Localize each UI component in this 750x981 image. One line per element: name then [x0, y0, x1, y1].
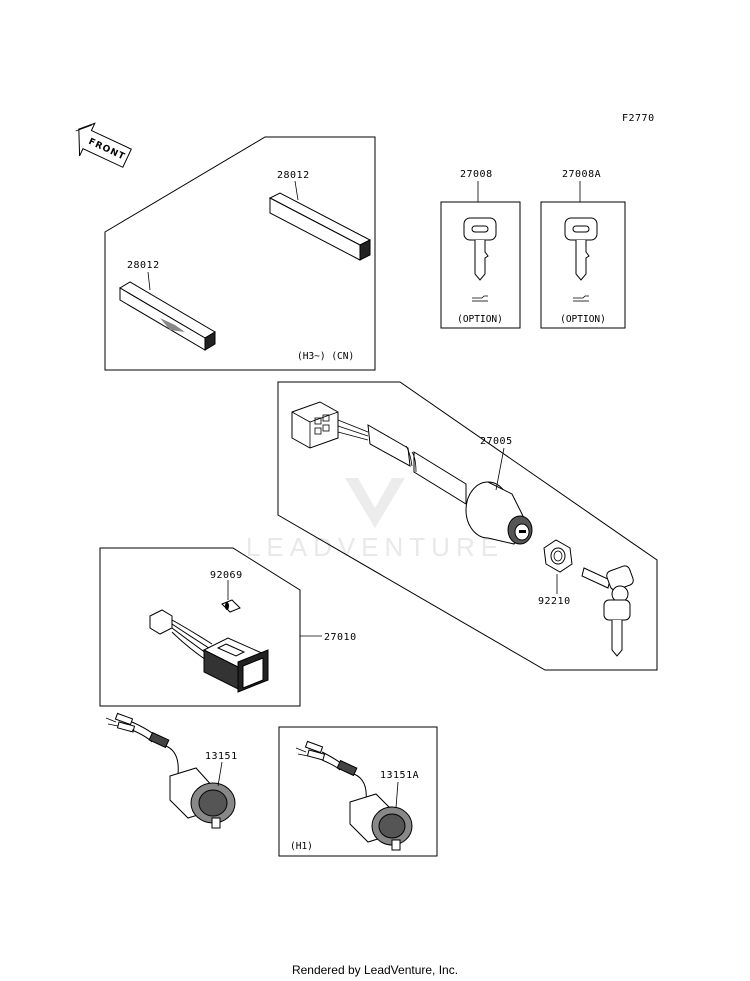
key-blank-icon: [463, 217, 497, 302]
part-number-27008a: 27008A: [562, 169, 601, 180]
diagram-code: F2770: [622, 113, 655, 124]
part-number-92210: 92210: [538, 596, 571, 607]
watermark-text: LEADVENTURE: [246, 532, 504, 562]
ignition-switch-body: [465, 481, 533, 545]
ignition-connector: [291, 401, 339, 449]
reflector-top: [268, 192, 372, 261]
bulb-92069-icon: [221, 599, 241, 613]
key-blank-a-box: [540, 201, 626, 329]
part-number-28012-bottom: 28012: [127, 260, 160, 271]
switch-assy-box: [99, 547, 301, 707]
key-blank-a-icon: [564, 217, 598, 302]
part-number-27005: 27005: [480, 436, 513, 447]
part-number-27010: 27010: [324, 632, 357, 643]
switch-assy-body: [202, 637, 269, 693]
key-blank-box: [440, 201, 521, 329]
socket-a-note: (H1): [290, 841, 313, 852]
key-blank-a-note: (OPTION): [560, 314, 606, 325]
watermark: LEADVENTURE: [246, 478, 504, 562]
socket-13151a-icon: [295, 740, 413, 851]
socket-a-box: [278, 726, 438, 857]
part-number-28012-top: 28012: [277, 170, 310, 181]
front-arrow-icon: FRONT: [75, 122, 132, 168]
nut-92210: [543, 539, 573, 573]
reflector-bottom: [119, 281, 216, 351]
part-number-27008: 27008: [460, 169, 493, 180]
reflector-note: (H3~) (CN): [297, 351, 354, 362]
part-number-92069: 92069: [210, 570, 243, 581]
key-blank-note: (OPTION): [457, 314, 503, 325]
socket-13151-icon: [105, 712, 236, 829]
reflector-group-box: [104, 136, 376, 371]
switch-assy-connector: [149, 609, 213, 661]
part-number-13151a: 13151A: [380, 770, 419, 781]
footer-credit: Rendered by LeadVenture, Inc.: [291, 963, 459, 977]
part-number-13151: 13151: [205, 751, 238, 762]
ignition-keys-icon: [581, 565, 634, 657]
ignition-group-box: [277, 381, 658, 671]
